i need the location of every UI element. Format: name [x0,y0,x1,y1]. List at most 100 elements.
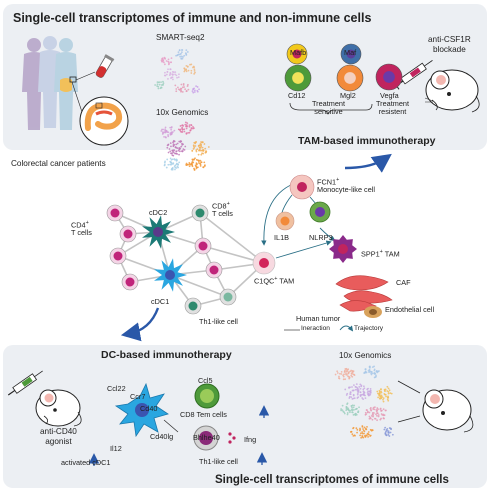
tsne-point [387,396,389,399]
tsne-point [183,54,186,57]
tsne-point [336,372,339,374]
tsne-point [195,165,197,168]
tsne-point [353,397,356,400]
tsne-point [376,390,379,393]
marker-label-cd12: Cd12 [288,91,306,100]
tsne-point [197,166,199,169]
tsne-point [354,385,357,388]
tsne-point [184,88,187,91]
tsne-point [162,82,165,84]
tsne-point [367,369,370,372]
tsne-point [368,411,371,414]
tsne-point [376,419,378,422]
c1qc-label: C1QC+ TAM [254,276,295,286]
tsne-point [202,150,205,152]
tsne-point [380,417,382,420]
node-nucleus-cdc1b [125,277,135,287]
tsne-point [188,131,191,134]
tsne-point [343,371,346,373]
bottom-title: Single-cell transcriptomes of immune cel… [215,474,449,486]
tsne-point [170,152,172,155]
tsne-point [388,389,391,392]
tsne-point [387,390,390,393]
tsne-point [160,81,162,84]
tsne-point [362,388,365,391]
tam-immunotherapy-title: TAM-based immunotherapy [298,135,436,147]
tsne-point [202,152,205,155]
tsne-point [176,54,179,56]
tsne-point [167,131,170,134]
tsne-point [181,49,183,51]
tsne-point [373,369,376,372]
tsne-point [351,386,353,388]
th1-like-bottom-label: Th1-like cell [199,457,238,466]
tsne-point [190,162,193,165]
tsne-point [376,409,379,412]
tsne-point [373,372,376,375]
tsne-point [199,163,202,166]
tsne-point [175,150,178,153]
mouse-icon-bottom [35,389,82,427]
tsne-point [377,415,380,418]
tsne-point [371,413,374,416]
node-nucleus-cd4b [123,229,133,239]
tsne-point [170,162,173,165]
tsne-point [352,413,355,416]
tsne-point [388,431,390,434]
node-nucleus-cd4c [113,251,123,261]
tsne-point [203,161,206,164]
tsne-point [162,61,165,64]
tsne-point [359,391,362,394]
tsne-point [192,125,194,128]
tsne-point [349,391,352,394]
tsne-point [380,394,383,397]
tsne-point [184,123,187,126]
tsne-point [350,372,353,375]
tsne-point [371,418,374,421]
tsne-point [166,158,169,161]
tsne-point [370,409,373,412]
tsne-point [176,142,179,145]
tsne-point [356,428,359,431]
tsne-point [168,62,170,65]
tsne-point [367,431,370,433]
ccl5-label: Ccl5 [198,376,213,385]
tsne-point [388,435,391,437]
endothelial-cell-icon [364,306,382,318]
tenx-genomics-label: 10x Genomics [156,108,209,117]
tsne-point [357,411,360,414]
tsne-point [194,142,197,145]
tsne-point [180,83,183,86]
tsne-point [370,372,373,375]
tsne-point [172,78,174,81]
tsne-point [362,385,365,388]
tsne-point [181,124,184,127]
tsne-point [385,434,388,437]
tsne-point [340,370,343,373]
tsne-point [364,413,367,416]
tsne-point [380,391,383,394]
tsne-point [359,427,361,430]
tsne-point [387,399,390,402]
tsne-point [190,72,193,74]
tsne-point [175,88,178,90]
tsne-point [173,158,176,160]
tsne-point [369,435,372,437]
tsne-point [191,90,194,93]
marker-label-mgl2: Mgl2 [340,91,356,100]
tsne-point [171,70,174,73]
tsne-point [376,414,378,417]
tsne-point [180,52,182,55]
tsne-point [363,434,366,437]
cd8-tem-icon [194,383,220,409]
tsne-point [195,85,197,88]
tsne-point [166,146,169,149]
tsne-point [340,373,343,375]
tsne-point [384,431,387,434]
tsne-point [185,162,188,165]
tsne-point [385,409,387,412]
cdc2-nucleus [153,227,163,237]
tsne-point [190,127,193,130]
tsne-point [377,414,380,416]
